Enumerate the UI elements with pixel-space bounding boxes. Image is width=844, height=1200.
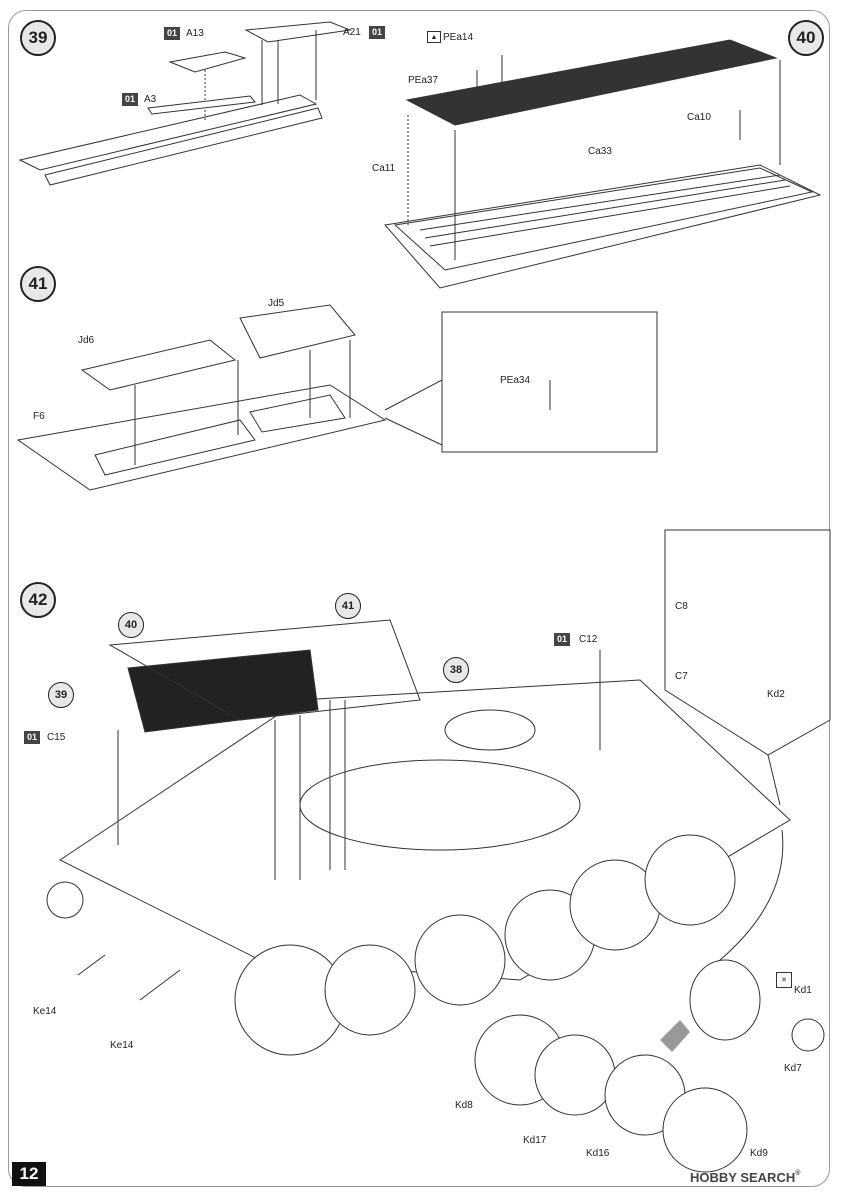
part-label-ke14-left: Ke14: [33, 1006, 57, 1017]
part-label-kd2: Kd2: [767, 689, 785, 700]
part-label-kd17: Kd17: [523, 1135, 547, 1146]
callout-38: 38: [443, 657, 469, 683]
part-label-kd7: Kd7: [784, 1063, 802, 1074]
watermark-brand: HOBBY SEARCH: [690, 1170, 796, 1185]
step42-drawing: [46, 529, 831, 1173]
callout-40: 40: [118, 612, 144, 638]
part-label-a21: A21: [343, 27, 361, 38]
callout-41: 41: [335, 593, 361, 619]
part-label-pea14: PEa14: [443, 32, 474, 43]
sprue-badge-c15: 01: [24, 731, 41, 744]
part-label-jd6: Jd6: [78, 335, 95, 346]
part-label-kd16: Kd16: [586, 1148, 610, 1159]
part-label-c7: C7: [675, 671, 688, 682]
part-label-jd5: Jd5: [268, 298, 285, 309]
part-label-pea34: PEa34: [500, 375, 531, 386]
step-number-42: 42: [20, 582, 56, 618]
watermark-reg: ®: [795, 1170, 801, 1177]
part-label-ca33: Ca33: [588, 146, 612, 157]
part-label-f6: F6: [33, 411, 45, 422]
part-label-kd8: Kd8: [455, 1100, 473, 1111]
photo-etch-icon: ▲: [427, 31, 441, 43]
sprue-badge-a21: 01: [369, 26, 386, 39]
sprue-badge-a3: 01: [122, 93, 139, 106]
callout-39: 39: [48, 682, 74, 708]
sprue-badge-a13: 01: [164, 27, 181, 40]
sprue-badge-c12: 01: [554, 633, 571, 646]
page-number: 12: [12, 1162, 46, 1186]
part-label-a13: A13: [186, 28, 204, 39]
step-number-40: 40: [788, 20, 824, 56]
part-label-a3: A3: [144, 94, 157, 105]
part-label-c8: C8: [675, 601, 688, 612]
part-label-c12: C12: [579, 634, 598, 645]
part-label-kd1: Kd1: [794, 985, 812, 996]
step40-drawing: [384, 39, 822, 289]
step-number-41: 41: [20, 266, 56, 302]
step41-drawing: [16, 304, 658, 491]
step39-drawing: [18, 21, 352, 186]
cement-warning-icon: ✕: [776, 972, 792, 988]
part-label-pea37: PEa37: [408, 75, 439, 86]
part-label-ca10: Ca10: [687, 112, 711, 123]
step-number-39: 39: [20, 20, 56, 56]
watermark: HOBBY SEARCH®: [690, 1170, 800, 1185]
part-label-ke14-right: Ke14: [110, 1040, 134, 1051]
part-label-ca11: Ca11: [372, 163, 396, 174]
part-label-kd9: Kd9: [750, 1148, 768, 1159]
part-label-c15: C15: [47, 732, 66, 743]
